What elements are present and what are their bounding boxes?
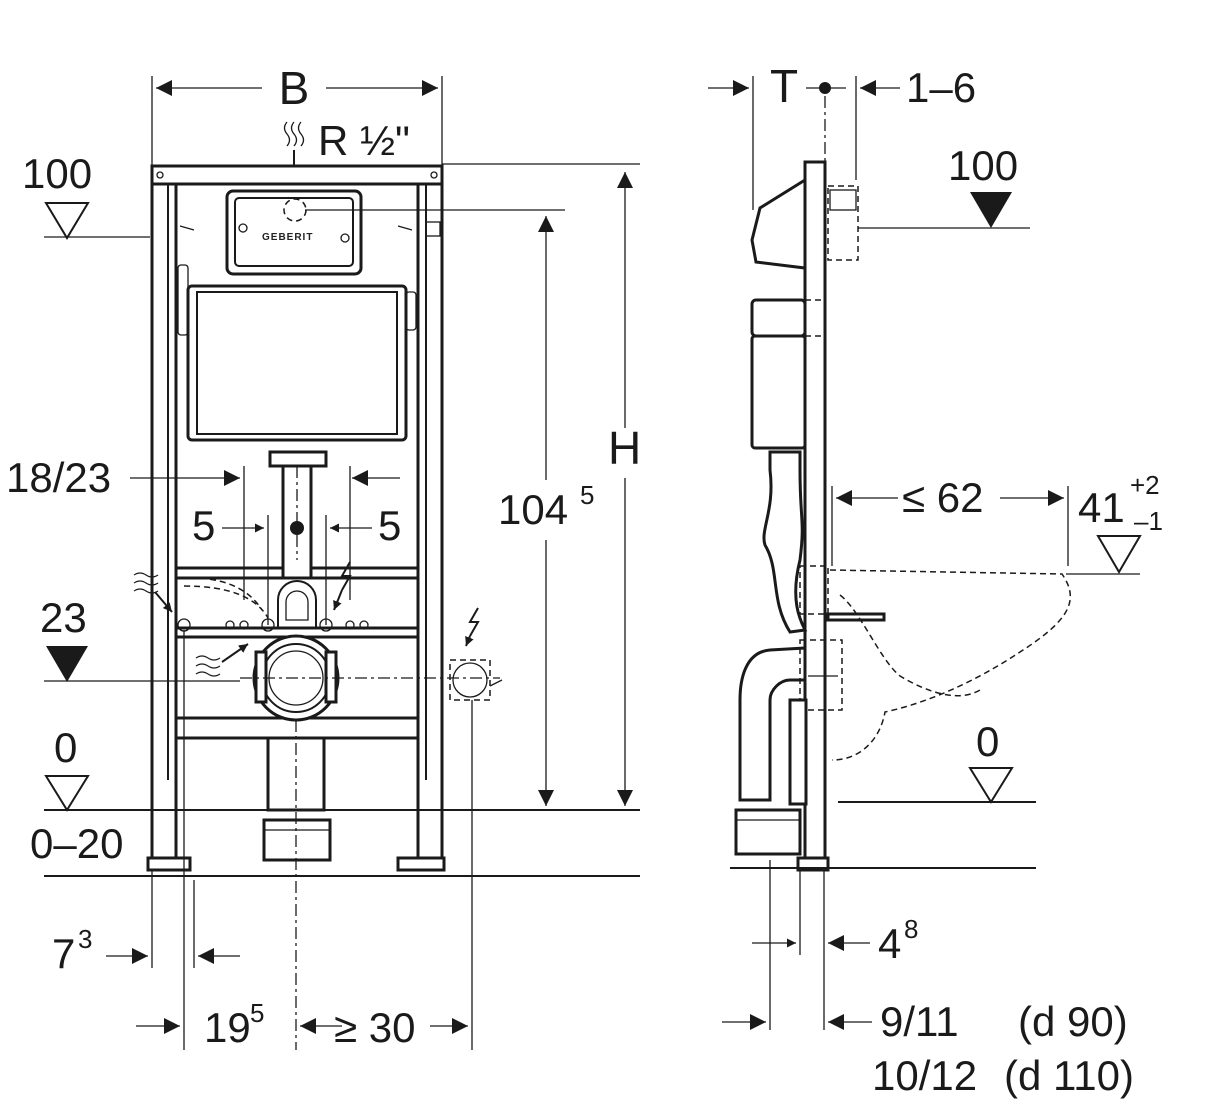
pipe-spacing-dimensions: 18/23 5 5 (6, 454, 401, 625)
side-bottom-dimensions: 4 8 9/11 (d 90) 10/12 (d 110) (722, 860, 1134, 1099)
depth-label: T (770, 60, 798, 112)
level-supply-marker: 23 (40, 594, 240, 682)
water-symbols (133, 572, 249, 677)
side-view: T 1–6 100 (708, 60, 1163, 1099)
seat-height-marker: 41 +2 –1 (1078, 470, 1163, 574)
width-label: B (279, 62, 310, 114)
flush-pipe (177, 450, 369, 632)
depth-dimension: T 1–6 (708, 60, 976, 860)
level-supply-label: 23 (40, 594, 87, 641)
seat-tol-plus: +2 (1130, 470, 1160, 500)
height-label: H (608, 422, 641, 474)
level-floor-label: 0 (54, 724, 77, 771)
height-dimensions: H 104 5 (498, 172, 641, 806)
side-frame (750, 160, 859, 872)
wall-gap-label: 1–6 (906, 64, 976, 111)
outlet-offset-d110: 10/12 (872, 1052, 977, 1099)
supply-connection: R ½" (283, 117, 640, 183)
axis-offset-main: 19 (204, 1004, 251, 1051)
level-top-marker: 100 (22, 150, 150, 240)
cistern-assembly: GEBERIT (177, 189, 565, 442)
side-level-top-label: 100 (948, 142, 1018, 189)
seat-height-label: 41 (1078, 484, 1125, 531)
width-dimension: B (151, 62, 443, 165)
seat-tol-minus: –1 (1134, 506, 1163, 536)
foot-width-sup: 3 (78, 924, 92, 954)
frame-depth-main: 4 (878, 920, 901, 967)
front-view: B R ½" 100 (6, 62, 641, 1051)
frame-depth-sup: 8 (904, 914, 918, 944)
foot-width-main: 7 (52, 930, 75, 977)
side-outlet (734, 612, 886, 856)
drain-outlet (240, 634, 500, 1050)
level-top-label: 100 (22, 150, 92, 197)
flush-height-main: 104 (498, 486, 568, 533)
level-floor-marker: 0 0–20 (30, 724, 640, 877)
brand-logo: GEBERIT (262, 232, 313, 243)
pipe-spacing-label: 18/23 (6, 454, 111, 501)
projection-dimension: ≤ 62 (831, 474, 1069, 566)
side-level-floor-label: 0 (976, 718, 999, 765)
socket-distance-label: ≥ 30 (334, 1004, 415, 1051)
side-level-top-marker: 100 (858, 142, 1030, 229)
side-level-floor-marker: 0 (730, 718, 1036, 869)
mounting-frame (146, 164, 446, 872)
outlet-d110: (d 110) (1004, 1052, 1134, 1099)
outlet-d90: (d 90) (1018, 998, 1128, 1045)
foot-dimensions: 7 3 19 5 ≥ 30 (52, 630, 468, 1051)
flush-height-sup: 5 (580, 480, 594, 510)
toilet-bowl-outline (799, 565, 1140, 761)
axis-offset-sup: 5 (250, 998, 264, 1028)
projection-label: ≤ 62 (902, 474, 983, 521)
offset-right-label: 5 (378, 502, 401, 549)
supply-label: R ½" (318, 117, 410, 164)
offset-left-label: 5 (192, 502, 215, 549)
floor-adjust-label: 0–20 (30, 820, 123, 867)
outlet-offset-d90: 9/11 (880, 998, 959, 1045)
